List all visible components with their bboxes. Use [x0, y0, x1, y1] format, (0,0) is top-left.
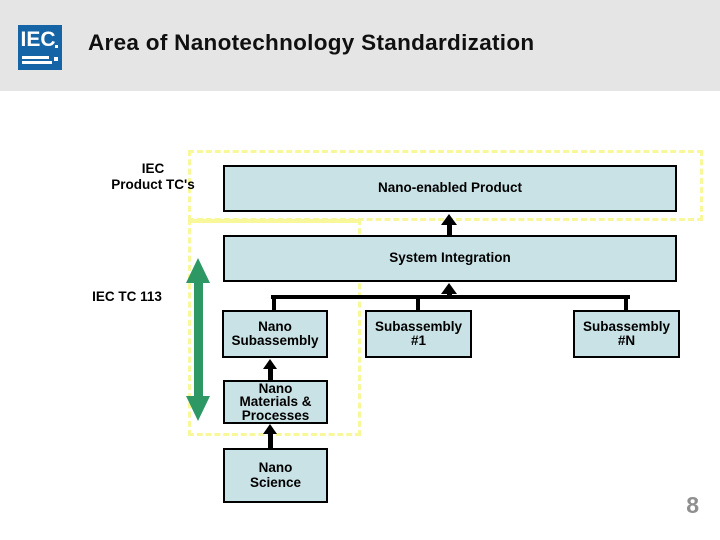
nano-materials-label-line3: Processes — [241, 407, 310, 423]
arrow-to-nano-materials-shaft — [268, 433, 273, 448]
subassembly-1-label-line1: Subassembly — [374, 318, 463, 334]
tc113-label: IEC TC 113 — [92, 289, 162, 304]
subassembly-1-box: Subassembly #1 — [365, 310, 472, 358]
arrow-to-nano-subassembly-shaft — [268, 368, 273, 380]
tree-connector-stub-nano-subassembly — [272, 295, 276, 310]
arrow-to-nano-materials-icon — [263, 424, 277, 434]
nano-subassembly-box: Nano Subassembly — [222, 310, 328, 358]
nano-enabled-product-box: Nano-enabled Product — [223, 165, 677, 212]
subassembly-1-label-line2: #1 — [410, 333, 427, 348]
tree-connector-stub-subassembly-1 — [416, 299, 420, 310]
slide-title: Area of Nanotechnology Standardization — [88, 30, 535, 55]
nano-science-label-line2: Science — [249, 474, 302, 490]
subassembly-n-box: Subassembly #N — [573, 310, 680, 358]
iec-logo-underline-icon — [22, 56, 49, 59]
tc113-range-arrow-down-icon — [186, 396, 210, 421]
subassembly-n-label-line1: Subassembly — [582, 318, 671, 334]
product-tcs-label-line2: Product TC's — [111, 177, 195, 192]
arrow-to-system-integration-shaft — [447, 293, 452, 299]
nano-subassembly-label-line2: Subassembly — [231, 333, 319, 348]
tc113-range-arrow-shaft — [194, 281, 203, 397]
nano-materials-label-line1: Nano — [258, 380, 293, 396]
tree-connector-stub-subassembly-n — [624, 295, 628, 310]
arrow-to-nano-enabled-product-shaft — [447, 224, 452, 235]
nano-science-box: Nano Science — [223, 448, 328, 503]
subassembly-n-label-line2: #N — [617, 333, 636, 348]
iec-logo-period-dot — [55, 45, 58, 48]
slide-header: IEC Area of Nanotechnology Standardizati… — [0, 0, 720, 91]
tc113-range-arrow-up-icon — [186, 258, 210, 283]
nano-materials-processes-box: Nano Materials & Processes — [223, 380, 328, 424]
system-integration-label: System Integration — [389, 250, 511, 266]
product-tcs-label-line1: IEC — [141, 161, 165, 176]
system-integration-box: System Integration — [223, 235, 677, 282]
iec-logo-underline-icon — [22, 61, 52, 64]
page-number: 8 — [686, 492, 699, 518]
iec-logo: IEC — [18, 25, 62, 70]
arrow-to-nano-enabled-product-icon — [441, 214, 457, 225]
nano-subassembly-label-line1: Nano — [258, 318, 292, 334]
nano-science-label-line1: Nano — [258, 460, 293, 475]
nano-materials-label-line2: Materials & — [239, 394, 312, 410]
product-tcs-label: IEC Product TC's — [90, 161, 216, 193]
iec-logo-bar-dot — [54, 57, 58, 61]
scope-overlap-edge — [190, 219, 360, 223]
nano-enabled-product-label: Nano-enabled Product — [377, 180, 522, 196]
arrow-to-system-integration-icon — [441, 283, 457, 294]
arrow-to-nano-subassembly-icon — [263, 359, 277, 369]
iec-logo-text: IEC — [20, 28, 56, 51]
